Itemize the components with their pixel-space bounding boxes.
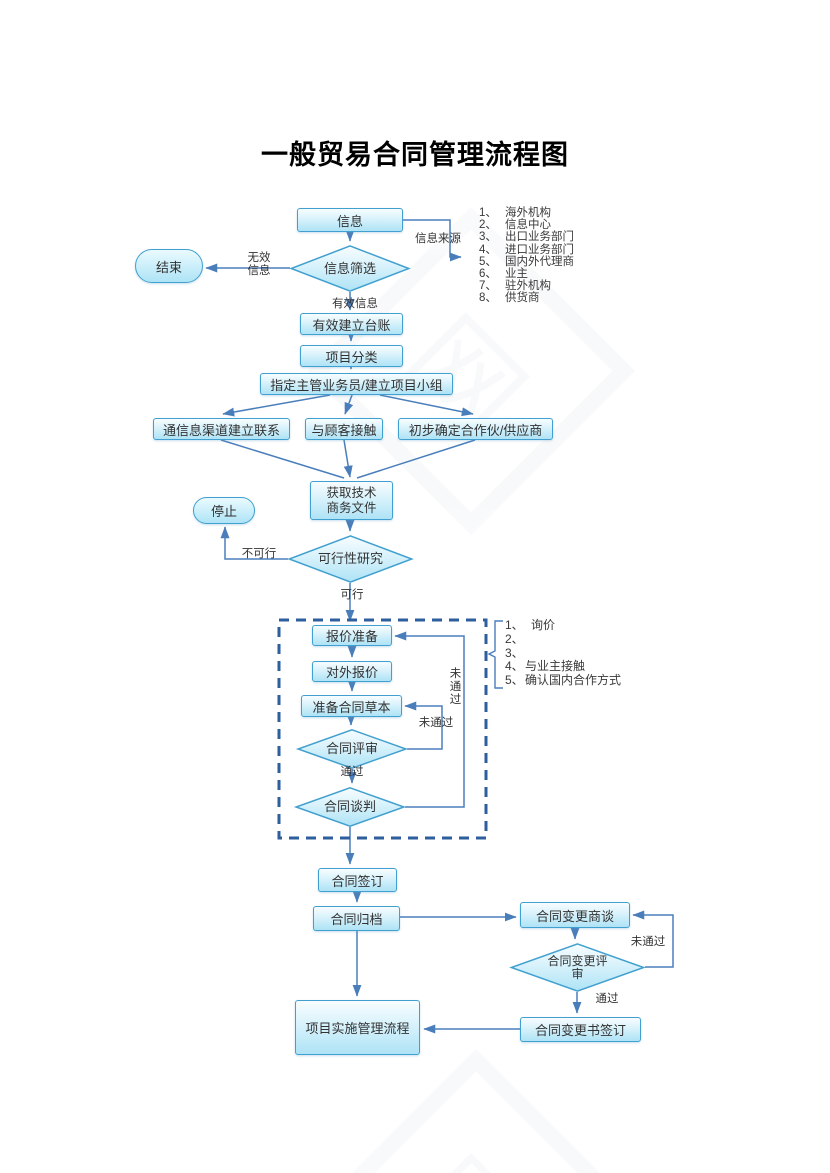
node-change-sign: 合同变更书签订	[520, 1017, 641, 1042]
node-info-filter: 信息筛选	[290, 245, 410, 292]
list-item: 5、确认国内合作方式	[505, 673, 622, 688]
node-stop: 停止	[193, 497, 255, 524]
label-review-pass: 通过	[340, 766, 364, 778]
node-end: 结束	[135, 249, 203, 283]
list-item: 2、	[505, 631, 524, 646]
label-feasible: 可行	[340, 589, 364, 601]
node-archive: 合同归档	[313, 906, 400, 931]
label-not-feasible: 不可行	[241, 548, 277, 560]
list-item: 6、业主	[479, 268, 528, 281]
node-info: 信息	[297, 208, 403, 232]
node-classify: 项目分类	[300, 345, 403, 367]
label-review-fail: 未通过	[418, 717, 454, 729]
node-change-talk: 合同变更商谈	[520, 902, 630, 928]
node-review: 合同评审	[297, 729, 407, 769]
node-partner: 初步确定合作伙/供应商	[398, 418, 553, 440]
label-invalid-info: 无效信息	[247, 252, 271, 277]
node-docs: 获取技术商务文件	[310, 481, 393, 520]
list-item: 3、	[505, 645, 524, 660]
node-feasibility: 可行性研究	[288, 535, 413, 583]
node-assign: 指定主管业务员/建立项目小组	[260, 373, 453, 395]
list-bracket	[487, 620, 503, 689]
node-implement: 项目实施管理流程	[295, 1000, 420, 1055]
dashed-frame	[277, 618, 488, 840]
quote-notes-list: 1、询价 2、 3、 4、与业主接触 5、确认国内合作方式	[505, 618, 622, 688]
page-title: 一般贸易合同管理流程图	[261, 140, 569, 170]
list-item: 1、询价	[505, 618, 556, 632]
node-quote-prep: 报价准备	[312, 625, 392, 646]
node-negotiate: 合同谈判	[295, 787, 405, 827]
node-draft: 准备合同草本	[301, 695, 402, 717]
node-ledger: 有效建立台账	[300, 313, 403, 335]
list-item: 5、国内外代理商	[479, 255, 574, 268]
list-item: 4、与业主接触	[505, 659, 586, 674]
list-item: 8、供货商	[479, 292, 540, 305]
label-negotiate-fail: 未通过	[449, 668, 462, 706]
node-contact: 与顾客接触	[305, 418, 383, 440]
list-item: 1、海外机构	[479, 207, 551, 219]
label-valid-info: 有效信息	[332, 298, 378, 310]
label-change-fail: 未通过	[630, 936, 666, 948]
list-item: 3、出口业务部门	[479, 231, 574, 244]
info-source-list: 1、海外机构 2、信息中心 3、出口业务部门 4、进口业务部门 5、国内外代理商…	[479, 207, 574, 305]
node-channel: 通信息渠道建立联系	[153, 418, 290, 440]
node-sign: 合同签订	[318, 868, 397, 892]
node-change-review: 合同变更评 审	[510, 943, 645, 992]
node-quote-out: 对外报价	[312, 661, 392, 682]
list-item: 2、信息中心	[479, 219, 551, 232]
list-item: 4、进口业务部门	[479, 243, 574, 256]
label-change-pass: 通过	[595, 993, 619, 1005]
list-item: 7、驻外机构	[479, 280, 551, 293]
label-info-source: 信息来源	[415, 233, 461, 245]
